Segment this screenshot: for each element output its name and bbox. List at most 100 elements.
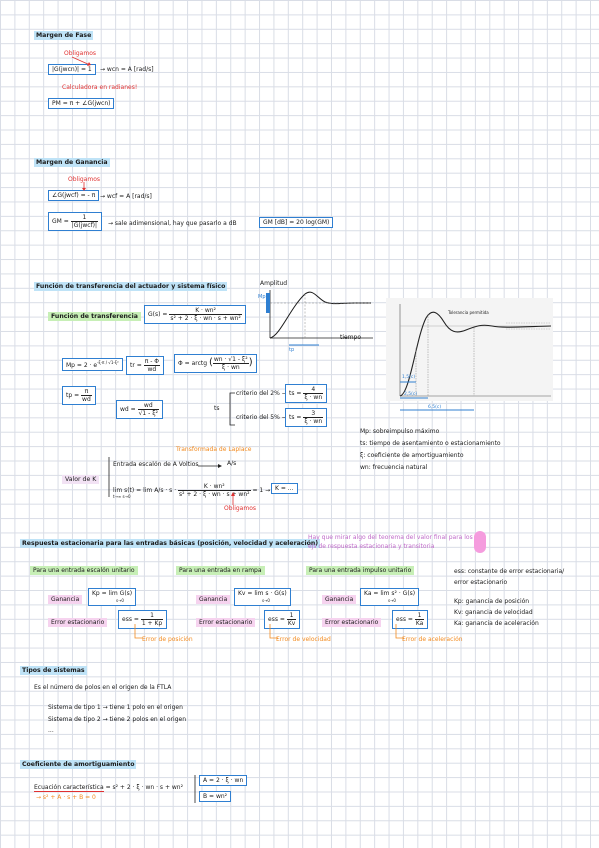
tr-lhs: tr = [130,362,142,369]
red-arrow-icon [82,182,86,191]
wd-lhs: wd = [120,406,136,413]
resp-col3-err-label: Error estacionario [322,618,382,627]
escalon-label: Entrada escalón de A Voltios [113,461,199,468]
resp-col2-k: Kv = lim s · G(s)s→0 [234,588,291,606]
ts5-num: 3 [303,410,324,418]
legend-ts: ts: tiempo de asentamiento o estacionami… [360,440,501,447]
legend-ess2: error estacionario [454,579,508,586]
phi-den: ξ · wn [221,364,240,371]
resp-col1-k: Kp = lim G(s)s→0 [88,588,137,606]
fase-pm-eq: PM = π + ∠G(jwcn) [48,98,115,109]
legend-kv: Kv: ganancia de velocidad [454,609,533,616]
step-response-photo [399,304,552,411]
resp-col2-k-eq: Kv = lim s · G(s) [238,590,287,597]
gm-den: |G(jwcf)| [71,222,98,229]
legend-wn: wn: frecuencia natural [360,464,428,471]
tr-num: π - Φ [143,358,161,366]
section-title-resp: Respuesta estacionaria para las entradas… [20,539,321,548]
pink-marker-icon [474,531,486,553]
coef-eq: Ecuación característica = s² + 2 · ξ · w… [34,784,183,792]
mp-exp: -ξ·π / √1-ξ² [97,360,119,365]
ts2-den: ξ · wn [304,394,323,401]
coef-eq-sub: → s² + A · s + B = 0 [36,794,96,801]
resp-col3-k: Ka = lim s² · G(s)s→0 [360,588,420,606]
resp-col3-ess-den: Ka [415,620,424,627]
ts2-lhs: ts = [289,390,302,397]
resp-col3-header: Para una entrada impulso unitario [306,566,415,575]
lim-sub: t→∞ s→0 [113,494,131,499]
red-arrow-up-icon [231,492,235,505]
resp-col1-ess-lhs: ess = [122,616,139,623]
tipos-t2: Sistema de tipo 2 → tiene 2 polos en el … [48,716,187,723]
tipos-dots: ... [48,727,54,734]
coef-eq-rhs: = s² + 2 · ξ · wn · s + wn² [105,784,183,791]
resp-col2-k-sub: s→0 [262,598,270,603]
tp-lhs: tp = [66,392,80,399]
resp-col2-ess-lhs: ess = [268,616,285,623]
resp-col1-k-eq: Kp = lim G(s) [92,590,133,597]
orange-arrow-icon [269,624,278,639]
gs-den: s² + 2 · ξ · wn · s + wn² [170,315,241,322]
tr-den: wd [147,366,157,373]
ts2-num: 4 [303,386,324,394]
resp-col3-ess-lhs: ess = [396,616,413,623]
tipos-intro: Es el número de polos en el origen de la… [34,684,172,691]
gm-note: → sale adimensional, hay que pasarlo a d… [108,220,237,227]
note-radians: Calculadora en radianes! [62,84,138,91]
valor-k-bracket [108,457,110,497]
mp-lhs: Mp = 2 · e [66,362,98,369]
graph-tp-label: tp [289,347,295,353]
mp-formula: Mp = 2 · e-ξ·π / √1-ξ² [62,358,123,371]
wd-fraction: wd√1 - ξ² [137,402,159,417]
gm-lhs: GM = [52,218,69,225]
tp-num: π [81,388,92,396]
resp-col3-note: Error de aceleración [402,636,463,643]
ts5-lhs: ts = [289,414,302,421]
tipos-t1: Sistema de tipo 1 → tiene 1 polo en el o… [48,704,183,711]
resp-col3-k-eq: Ka = lim s² · G(s) [364,590,416,597]
resp-col1-header: Para una entrada escalón unitario [30,566,138,575]
label-valor-k: Valor de K [62,475,100,484]
ts5-den: ξ · wn [304,418,323,425]
escalon-arrow [198,464,222,468]
wd-formula: wd = wd√1 - ξ² [116,400,163,419]
fase-eq-arrow: → wcn = A [rad/s] [100,66,154,73]
section-title-tipos: Tipos de sistemas [20,666,87,675]
resp-col3-ess-num: 1 [414,612,425,620]
crit-5-label: criterio del 5% → [236,414,287,421]
legend-ka: Ka: ganancia de aceleración [454,620,539,627]
lim-lhs: lim s(t) = lim [113,487,153,494]
phi-lhs: Φ = arctg [178,360,208,367]
resp-col1-k-sub: s→0 [116,598,124,603]
resp-col1-note: Error de posición [142,636,193,643]
note-valor-final: Hay que mirar algo del teorema del valor… [308,534,473,550]
ts-brace [229,392,235,426]
gm-db-eq: GM [dB] = 20 log(GM) [259,217,334,228]
gm-num: 1 [70,214,99,222]
section-title-ganancia: Margen de Ganancia [34,158,110,167]
ts-label: ts [214,405,220,412]
photo-ts-label: 6,5(c) [428,405,442,410]
photo-tolerance-label: Tolerancia permitida [448,310,489,315]
resp-col1-err-label: Error estacionario [48,618,108,627]
legend-kp: Kp: ganancia de posición [454,598,530,605]
resp-col2-ess-den: Kv [287,620,296,627]
note-laplace: Transformada de Laplace [176,446,252,453]
orange-arrow-icon [395,624,404,639]
legend-xi: ξ: coeficiente de amortiguamiento [360,452,464,459]
crit-2-label: criterio del 2% → [236,390,287,397]
resp-col2-gan-label: Ganancia [196,595,231,604]
